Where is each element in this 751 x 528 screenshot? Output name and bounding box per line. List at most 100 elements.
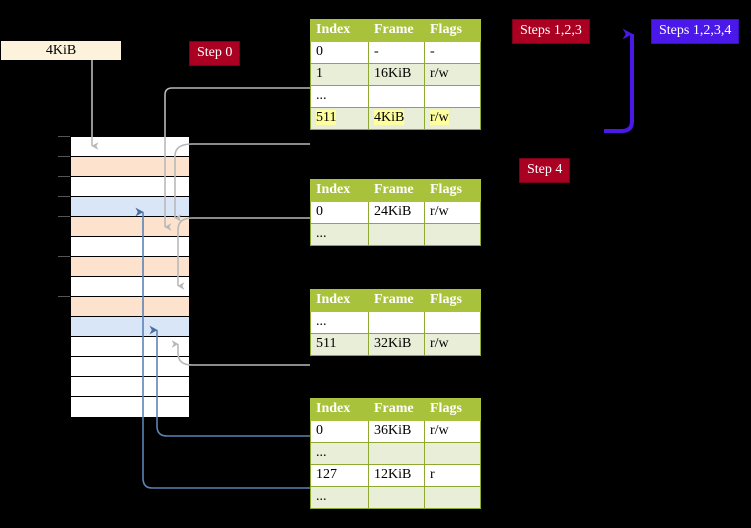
table-cell [424, 85, 481, 108]
table-cell [424, 223, 481, 246]
badge-steps-1234: Steps 1,2,3,4 [651, 19, 740, 44]
column-header-flags: Flags [424, 179, 481, 202]
table-cell: r/w [424, 420, 481, 443]
column-header-flags: Flags [424, 289, 481, 312]
table-cell: 0 [310, 201, 369, 224]
memory-tick-0 [58, 136, 70, 137]
column-header-index: Index [310, 179, 369, 202]
table-cell: ... [310, 85, 369, 108]
table-row: 0-- [310, 41, 481, 64]
memory-row-3 [71, 197, 189, 217]
memory-row-10 [71, 337, 189, 357]
memory-row-11 [71, 357, 189, 377]
column-header-index: Index [310, 289, 369, 312]
memory-tick-2 [58, 176, 70, 177]
table-cell: 36KiB [368, 420, 425, 443]
table-cell: 32KiB [368, 333, 425, 356]
column-header-frame: Frame [368, 179, 425, 202]
column-header-flags: Flags [424, 19, 481, 42]
memory-row-8 [71, 297, 189, 317]
column-header-frame: Frame [368, 289, 425, 312]
badge-step-4: Step 4 [519, 158, 571, 183]
table-cell: 24KiB [368, 201, 425, 224]
table-cell: ... [310, 442, 369, 465]
table-cell: r/w [424, 107, 481, 130]
table-cell: r [424, 464, 481, 487]
table-cell: 0 [310, 41, 369, 64]
table-cell: 1 [310, 63, 369, 86]
table-cell: 511 [310, 333, 369, 356]
wire-steps-bracket-arrow [604, 28, 634, 133]
table-cell [368, 442, 425, 465]
table-row: ... [310, 486, 481, 509]
table-cell: 16KiB [368, 63, 425, 86]
table-cell: r/w [424, 333, 481, 356]
table-cell [424, 442, 481, 465]
size-box-4kib: 4KiB [0, 40, 122, 61]
memory-row-1 [71, 157, 189, 177]
table-cell: 127 [310, 464, 369, 487]
memory-row-7 [71, 277, 189, 297]
table-cell: ... [310, 486, 369, 509]
memory-row-9 [71, 317, 189, 337]
column-header-flags: Flags [424, 398, 481, 421]
table-row: ... [310, 442, 481, 465]
table-cell: ... [310, 223, 369, 246]
memory-row-5 [71, 237, 189, 257]
table-cell: r/w [424, 63, 481, 86]
table-cell: 4KiB [368, 107, 425, 130]
table-cell: 12KiB [368, 464, 425, 487]
memory-column [70, 136, 190, 417]
table-cell: r/w [424, 201, 481, 224]
column-header-frame: Frame [368, 19, 425, 42]
table-cell [424, 486, 481, 509]
table-cell [368, 223, 425, 246]
memory-tick-5 [58, 256, 70, 257]
wire-l3-511-to-memrow [171, 340, 310, 366]
table-cell [368, 311, 425, 334]
table-row: ... [310, 85, 481, 108]
wire-memrow2-to-table [174, 143, 310, 222]
column-header-index: Index [310, 19, 369, 42]
table-row: ... [310, 311, 481, 334]
memory-tick-1 [58, 156, 70, 157]
table-cell: ... [310, 311, 369, 334]
memory-row-2 [71, 177, 189, 197]
memory-tick-4 [58, 216, 70, 217]
memory-tick-6 [58, 296, 70, 297]
table-cell: 0 [310, 420, 369, 443]
column-header-index: Index [310, 398, 369, 421]
memory-row-4 [71, 217, 189, 237]
table-cell: - [368, 41, 425, 64]
memory-row-0 [71, 137, 189, 157]
column-header-frame: Frame [368, 398, 425, 421]
table-row: ... [310, 223, 481, 246]
table-cell [368, 486, 425, 509]
table-cell [368, 85, 425, 108]
memory-row-13 [71, 397, 189, 417]
badge-steps-123: Steps 1,2,3 [512, 19, 590, 44]
memory-row-6 [71, 257, 189, 277]
table-cell: - [424, 41, 481, 64]
wire-l2-0-to-memrow [177, 217, 310, 290]
wire-l1-511-out [164, 87, 310, 142]
memory-row-12 [71, 377, 189, 397]
memory-tick-3 [58, 196, 70, 197]
table-cell [424, 311, 481, 334]
badge-step-0: Step 0 [189, 41, 241, 66]
